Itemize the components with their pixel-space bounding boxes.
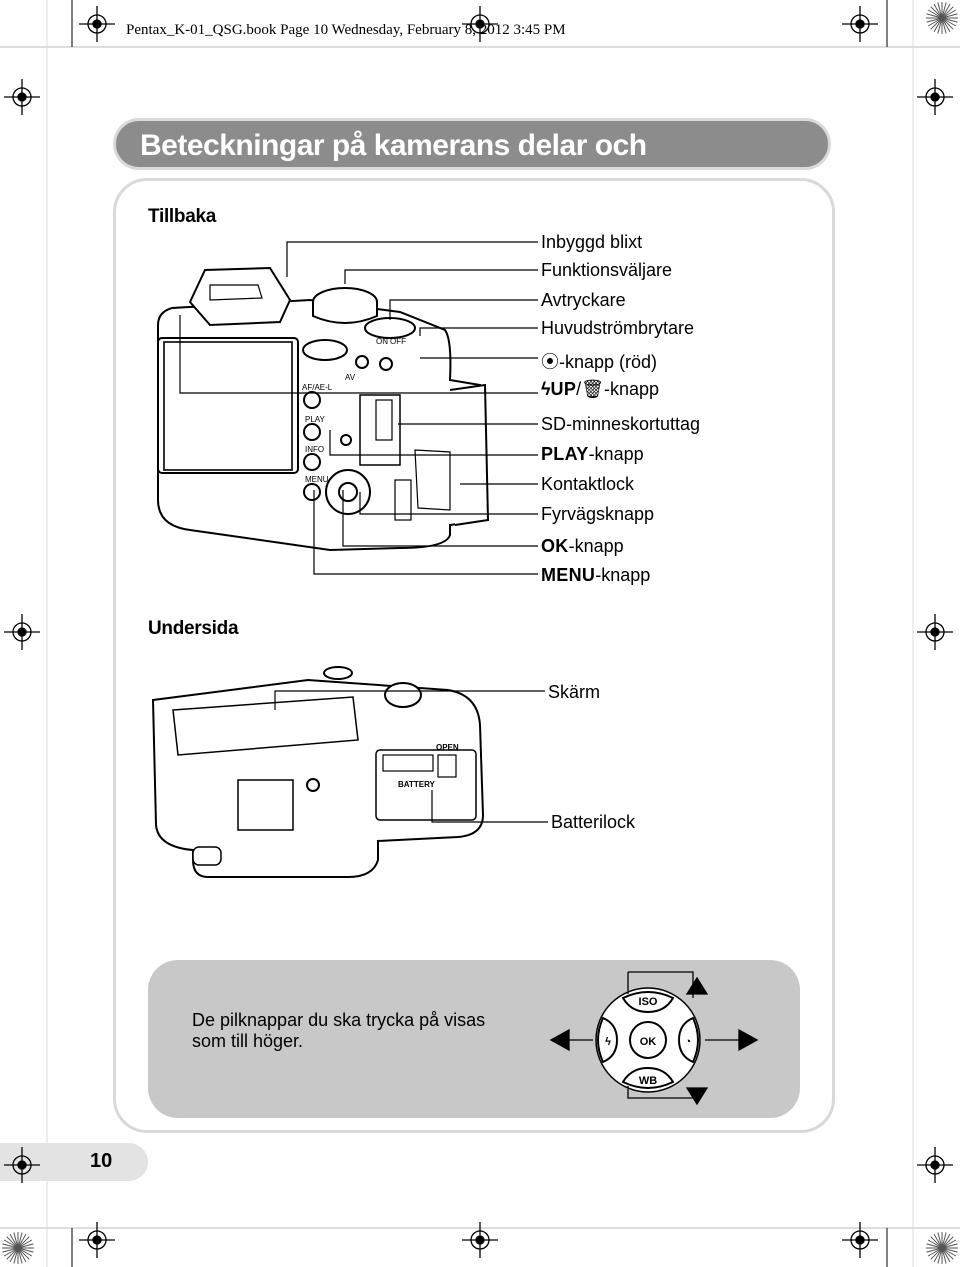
- label-mode-dial: Funktionsväljare: [541, 260, 673, 280]
- label-record-button: ⦿-knapp (röd): [541, 352, 658, 372]
- svg-text:ON: ON: [376, 337, 388, 346]
- crosshair-mark: [4, 1147, 40, 1183]
- label-play-button: PLAY-knapp: [541, 444, 644, 464]
- svg-text:OPEN: OPEN: [436, 743, 459, 752]
- label-main-switch: Huvudströmbrytare: [541, 318, 695, 338]
- svg-text:INFO: INFO: [305, 445, 324, 454]
- camera-bottom-illustration: OPEN BATTERY: [151, 666, 485, 878]
- crosshair-mark: [917, 1147, 953, 1183]
- marking-afae: AF/AE-L: [302, 383, 333, 392]
- section-title-bottom: Undersida: [148, 618, 239, 639]
- four-way-controller-diagram: ISO OK WB ϟ ◔: [549, 971, 759, 1106]
- section-title-back: Tillbaka: [148, 206, 217, 227]
- label-built-in-flash: Inbyggd blixt: [541, 232, 643, 252]
- crosshair-mark: [4, 79, 40, 115]
- page-title: Beteckningar på kamerans delar och: [140, 129, 647, 162]
- arrow-up-icon: [685, 976, 709, 995]
- crosshair-mark: [842, 1222, 878, 1258]
- wb-label: WB: [639, 1075, 657, 1087]
- self-timer-icon: ◔: [685, 1036, 692, 1048]
- iso-label: ISO: [639, 996, 658, 1008]
- crosshair-mark: [462, 1222, 498, 1258]
- label-shutter-release: Avtryckare: [541, 290, 626, 310]
- crosshair-mark: [842, 6, 878, 42]
- page-title-bar: Beteckningar på kamerans delar och: [113, 118, 831, 170]
- book-header: Pentax_K-01_QSG.book Page 10 Wednesday, …: [126, 22, 566, 38]
- crosshair-mark: [4, 614, 40, 650]
- crosshair-mark: [79, 1222, 115, 1258]
- label-battery-cover: Batterilock: [551, 812, 636, 832]
- label-menu-button: MENU-knapp: [541, 565, 651, 585]
- flash-icon: ϟ: [541, 379, 551, 399]
- crosshair-mark: [917, 79, 953, 115]
- crosshair-mark: [462, 6, 498, 42]
- crosshair-mark: [79, 6, 115, 42]
- svg-text:PLAY: PLAY: [305, 415, 326, 424]
- svg-text:BATTERY: BATTERY: [398, 780, 436, 789]
- label-sd-slot: SD-minneskortuttag: [541, 414, 701, 434]
- ok-label: OK: [640, 1036, 657, 1048]
- svg-text:OFF: OFF: [390, 337, 406, 346]
- camera-back-illustration: AF/AE-L PLAY INFO MENU AV ON OFF: [157, 266, 490, 552]
- flash-icon: ϟ: [605, 1036, 611, 1048]
- starburst-mark: [2, 1232, 34, 1264]
- starburst-mark: [926, 1232, 958, 1264]
- crosshair-mark: [917, 614, 953, 650]
- arrow-down-icon: [685, 1087, 709, 1106]
- svg-text:MENU: MENU: [305, 475, 329, 484]
- starburst-mark: [926, 2, 958, 34]
- label-monitor: Skärm: [548, 682, 601, 702]
- note-text: De pilknappar du ska trycka på visas som…: [192, 1010, 486, 1051]
- label-flash-up-button: ϟUP/🗑-knapp: [541, 379, 660, 399]
- label-terminal-cover: Kontaktlock: [541, 474, 635, 494]
- trash-icon: 🗑: [581, 379, 605, 399]
- label-ok-button: OK-knapp: [541, 536, 624, 556]
- label-four-way-controller: Fyrvägsknapp: [541, 504, 655, 524]
- svg-text:AV: AV: [345, 373, 356, 382]
- record-icon: ⦿: [541, 352, 559, 372]
- page-number: 10: [90, 1150, 113, 1172]
